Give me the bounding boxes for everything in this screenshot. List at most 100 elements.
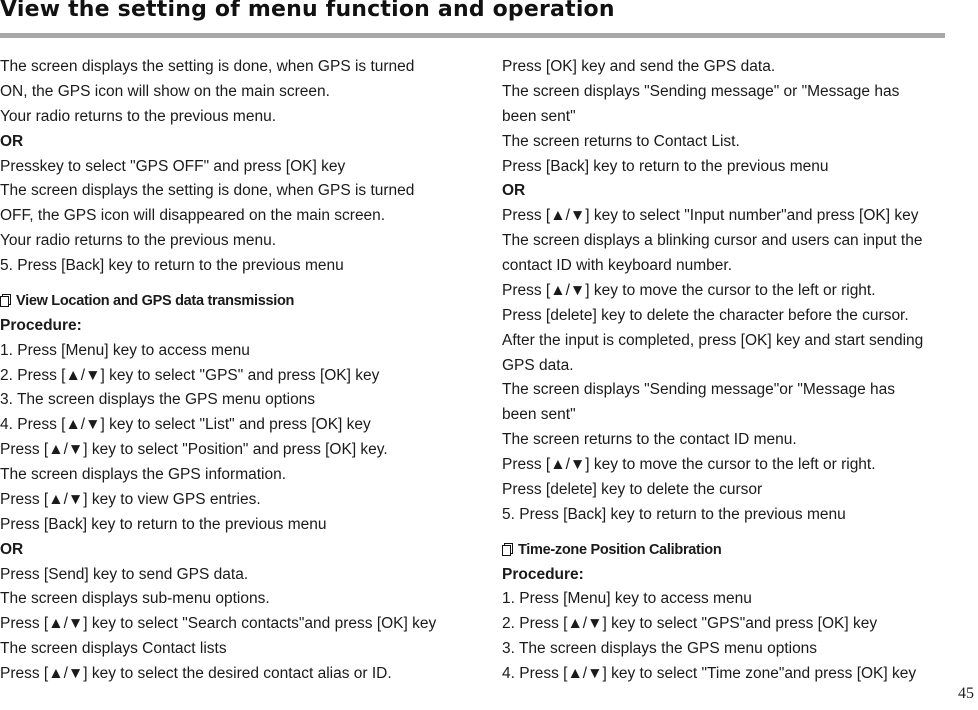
bold-label: OR xyxy=(0,538,455,563)
text-line: ON, the GPS icon will show on the main s… xyxy=(0,80,455,105)
section-heading: Time-zone Position Calibration xyxy=(502,538,950,563)
line-text: been sent" xyxy=(502,107,576,125)
line-text: Time-zone Position Calibration xyxy=(518,541,722,558)
line-text: Press [▲/▼] key to select "Input number"… xyxy=(502,207,919,225)
line-text: Procedure: xyxy=(502,565,584,583)
text-line: Press [delete] key to delete the cursor xyxy=(502,478,950,503)
text-line: 1. Press [Menu] key to access menu xyxy=(0,339,455,364)
text-line: 5. Press [Back] key to return to the pre… xyxy=(0,254,455,279)
line-text: 4. Press [▲/▼] key to select "Time zone"… xyxy=(502,665,917,682)
line-text: Press [Back] key to return to the previo… xyxy=(502,157,829,175)
text-line: Presskey to select "GPS OFF" and press [… xyxy=(0,155,455,180)
text-line: Press [▲/▼] key to move the cursor to th… xyxy=(502,453,950,478)
text-line: The screen returns to Contact List. xyxy=(502,130,950,155)
bold-label: Procedure: xyxy=(502,563,950,588)
text-line: GPS data. xyxy=(502,354,950,379)
text-line: 4. Press [▲/▼] key to select "Time zone"… xyxy=(502,662,950,687)
line-text: The screen displays "Sending message" or… xyxy=(502,82,900,100)
line-text: The screen displays "Sending message"or … xyxy=(502,381,896,399)
line-text: The screen returns to Contact List. xyxy=(502,132,740,150)
line-text: Your radio returns to the previous menu. xyxy=(0,232,277,250)
line-text: 5. Press [Back] key to return to the pre… xyxy=(502,505,846,523)
text-line: Press [delete] key to delete the charact… xyxy=(502,304,950,329)
text-line: contact ID with keyboard number. xyxy=(502,254,950,279)
page-title: View the setting of menu function and op… xyxy=(0,0,615,22)
text-line: Press [▲/▼] key to select "Search contac… xyxy=(0,612,455,637)
line-text: After the input is completed, press [OK]… xyxy=(502,331,924,349)
line-text: 2. Press [▲/▼] key to select "GPS"and pr… xyxy=(502,615,878,633)
text-line: 1. Press [Menu] key to access menu xyxy=(502,587,950,612)
line-text: Press [▲/▼] key to select "Position" and… xyxy=(0,441,388,459)
text-line: The screen displays "Sending message" or… xyxy=(502,80,950,105)
line-text: Press [▲/▼] key to select "Search contac… xyxy=(0,615,437,633)
text-line: Press [Send] key to send GPS data. xyxy=(0,563,455,588)
text-line: The screen returns to the contact ID men… xyxy=(502,428,950,453)
line-text: Press [delete] key to delete the charact… xyxy=(502,306,909,324)
line-text: been sent" xyxy=(502,406,576,424)
line-text: OR xyxy=(0,540,24,558)
line-text: The screen returns to the contact ID men… xyxy=(502,431,797,449)
line-text: OR xyxy=(0,132,24,150)
text-line: The screen displays sub-menu options. xyxy=(0,587,455,612)
line-text: Press [OK] key and send the GPS data. xyxy=(502,58,776,75)
line-text: OR xyxy=(502,182,526,200)
line-text: Presskey to select "GPS OFF" and press [… xyxy=(0,157,346,175)
line-text: 3. The screen displays the GPS menu opti… xyxy=(0,391,316,409)
line-text: 1. Press [Menu] key to access menu xyxy=(0,341,250,359)
section-heading: View Location and GPS data transmission xyxy=(0,289,455,314)
text-line: Press [OK] key and send the GPS data. xyxy=(502,55,950,80)
line-text: Press [▲/▼] key to move the cursor to th… xyxy=(502,456,876,473)
line-text: 1. Press [Menu] key to access menu xyxy=(502,590,752,608)
text-line: The screen displays the setting is done,… xyxy=(0,179,455,204)
text-line: Press [▲/▼] key to move the cursor to th… xyxy=(502,279,950,304)
bold-label: OR xyxy=(0,130,455,155)
line-text: GPS data. xyxy=(502,356,574,374)
text-line: 3. The screen displays the GPS menu opti… xyxy=(502,637,950,662)
line-text: Press [▲/▼] key to move the cursor to th… xyxy=(502,281,876,299)
text-line: been sent" xyxy=(502,403,950,428)
line-text: Press [Send] key to send GPS data. xyxy=(0,565,249,583)
text-line: 3. The screen displays the GPS menu opti… xyxy=(0,388,455,413)
text-line: Press [▲/▼] key to view GPS entries. xyxy=(0,488,455,513)
line-text: OFF, the GPS icon will disappeared on th… xyxy=(0,207,386,225)
line-text: The screen displays sub-menu options. xyxy=(0,590,270,608)
text-line: The screen displays "Sending message"or … xyxy=(502,378,950,403)
text-line: Your radio returns to the previous menu. xyxy=(0,229,455,254)
line-text: Press [▲/▼] key to select the desired co… xyxy=(0,665,392,682)
text-line: 4. Press [▲/▼] key to select "List" and … xyxy=(0,413,455,438)
text-line: The screen displays a blinking cursor an… xyxy=(502,229,950,254)
text-line: 2. Press [▲/▼] key to select "GPS"and pr… xyxy=(502,612,950,637)
text-line: Your radio returns to the previous menu. xyxy=(0,105,455,130)
line-text: ON, the GPS icon will show on the main s… xyxy=(0,82,330,100)
right-column: Press [OK] key and send the GPS data. The… xyxy=(502,55,950,687)
line-text: Your radio returns to the previous menu. xyxy=(0,107,277,125)
line-text: Press [▲/▼] key to view GPS entries. xyxy=(0,490,261,508)
line-text: contact ID with keyboard number. xyxy=(502,257,733,274)
page-number: 45 xyxy=(958,685,974,702)
line-text: The screen displays Contact lists xyxy=(0,640,227,658)
text-line: Press [Back] key to return to the previo… xyxy=(0,513,455,538)
text-line: Press [Back] key to return to the previo… xyxy=(502,155,950,180)
line-text: The screen displays the GPS information. xyxy=(0,466,287,483)
line-text: The screen displays the setting is done,… xyxy=(0,182,415,200)
line-text: The screen displays the setting is done,… xyxy=(0,58,415,75)
document-icon xyxy=(502,542,513,556)
text-line: The screen displays Contact lists xyxy=(0,637,455,662)
line-text: Press [Back] key to return to the previo… xyxy=(0,515,327,533)
title-rule xyxy=(0,33,945,38)
bold-label: Procedure: xyxy=(0,314,455,339)
text-line: Press [▲/▼] key to select the desired co… xyxy=(0,662,455,687)
line-text: The screen displays a blinking cursor an… xyxy=(502,232,923,250)
text-line: 2. Press [▲/▼] key to select "GPS" and p… xyxy=(0,364,455,389)
line-text: View Location and GPS data transmission xyxy=(16,292,295,309)
line-text: 3. The screen displays the GPS menu opti… xyxy=(502,640,818,658)
line-text: 4. Press [▲/▼] key to select "List" and … xyxy=(0,416,371,434)
text-line: OFF, the GPS icon will disappeared on th… xyxy=(0,204,455,229)
line-text: 2. Press [▲/▼] key to select "GPS" and p… xyxy=(0,366,380,384)
text-line: Press [▲/▼] key to select "Input number"… xyxy=(502,204,950,229)
line-text: Procedure: xyxy=(0,316,82,334)
bold-label: OR xyxy=(502,179,950,204)
text-line: The screen displays the GPS information. xyxy=(0,463,455,488)
text-line: 5. Press [Back] key to return to the pre… xyxy=(502,503,950,528)
left-column: The screen displays the setting is done,… xyxy=(0,55,455,687)
